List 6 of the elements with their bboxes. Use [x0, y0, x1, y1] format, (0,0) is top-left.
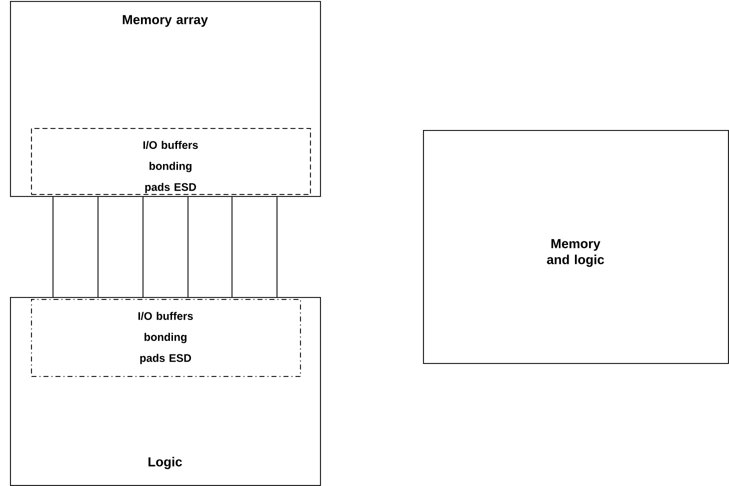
memory-and-logic-block: Memory and logic [423, 130, 729, 364]
connection-line [52, 196, 54, 298]
io-region: I/O buffers bonding pads ESD [31, 128, 311, 195]
connection-line [276, 196, 278, 298]
connection-line [142, 196, 144, 298]
io-region: I/O buffers bonding pads ESD [31, 299, 301, 377]
